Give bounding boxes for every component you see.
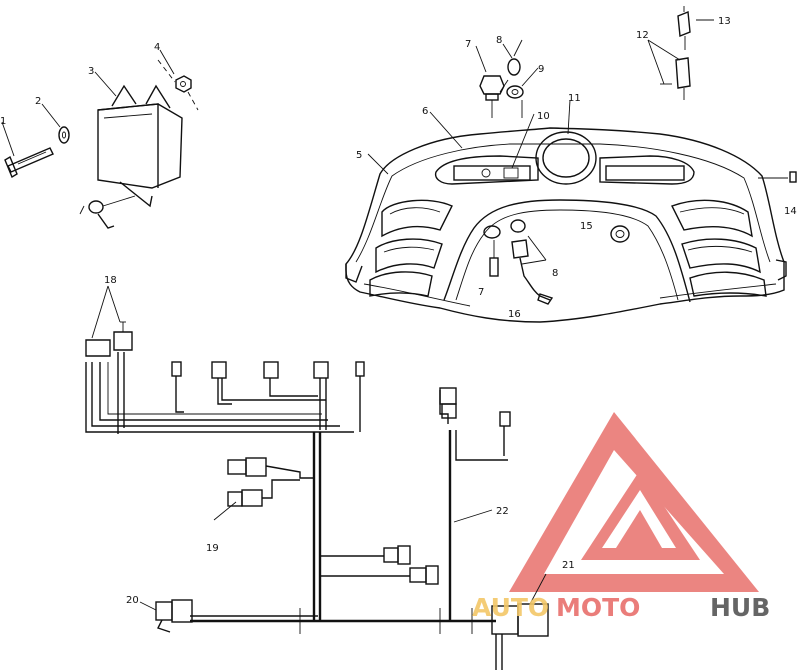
connector-part-21 bbox=[491, 603, 549, 670]
callout-10: 10 bbox=[537, 111, 550, 122]
callout-21: 21 bbox=[562, 560, 575, 571]
callout-6: 6 bbox=[422, 106, 428, 117]
callout-8-upper: 8 bbox=[496, 35, 502, 46]
callout-12: 12 bbox=[636, 30, 649, 41]
lamp-socket-lower bbox=[483, 219, 554, 305]
callout-14: 14 bbox=[784, 206, 797, 217]
callout-19: 19 bbox=[206, 543, 219, 554]
watermark-part-moto: MOTO bbox=[556, 593, 640, 622]
watermark-text: AUTO MOTO HUB bbox=[472, 593, 770, 622]
bolt-part bbox=[4, 147, 54, 179]
callout-22: 22 bbox=[496, 506, 509, 517]
plug-part bbox=[677, 6, 691, 50]
connector-part-19 bbox=[227, 457, 314, 507]
wire-part-22 bbox=[439, 387, 511, 621]
branch-connectors bbox=[320, 545, 439, 585]
harness-trunk bbox=[155, 599, 496, 634]
callout-20: 20 bbox=[126, 595, 139, 606]
callout-1: 1 bbox=[0, 116, 6, 127]
watermark-part-auto: AUTO bbox=[472, 593, 549, 622]
callout-18: 18 bbox=[104, 275, 117, 286]
callout-13: 13 bbox=[718, 16, 731, 27]
callout-9: 9 bbox=[538, 64, 544, 75]
switch-part bbox=[660, 57, 691, 100]
callout-7-upper: 7 bbox=[465, 39, 471, 50]
left-vent-grille bbox=[369, 199, 453, 297]
callout-8-lower: 8 bbox=[552, 268, 558, 279]
callout-7-lower: 7 bbox=[478, 287, 484, 298]
wiring-harness bbox=[85, 321, 365, 622]
watermark-part-hub: HUB bbox=[710, 593, 770, 622]
indicator-lamp-upper bbox=[479, 75, 505, 118]
ring-terminal bbox=[79, 195, 136, 229]
callout-3: 3 bbox=[88, 66, 94, 77]
regulator-box bbox=[97, 84, 183, 208]
cap-part bbox=[610, 225, 630, 243]
right-vent-grille bbox=[671, 199, 767, 297]
callout-2: 2 bbox=[35, 96, 41, 107]
callout-16: 16 bbox=[508, 309, 521, 320]
callout-4: 4 bbox=[154, 42, 160, 53]
nut-part bbox=[157, 59, 199, 111]
callout-5: 5 bbox=[356, 150, 362, 161]
grommet-part bbox=[506, 85, 524, 118]
screw-part bbox=[758, 171, 797, 183]
watermark-logo bbox=[509, 412, 759, 592]
washer-part bbox=[58, 126, 70, 144]
instrument-console bbox=[345, 127, 787, 323]
callout-15: 15 bbox=[580, 221, 593, 232]
callout-11: 11 bbox=[568, 93, 581, 104]
bulb-part-upper bbox=[499, 39, 523, 93]
